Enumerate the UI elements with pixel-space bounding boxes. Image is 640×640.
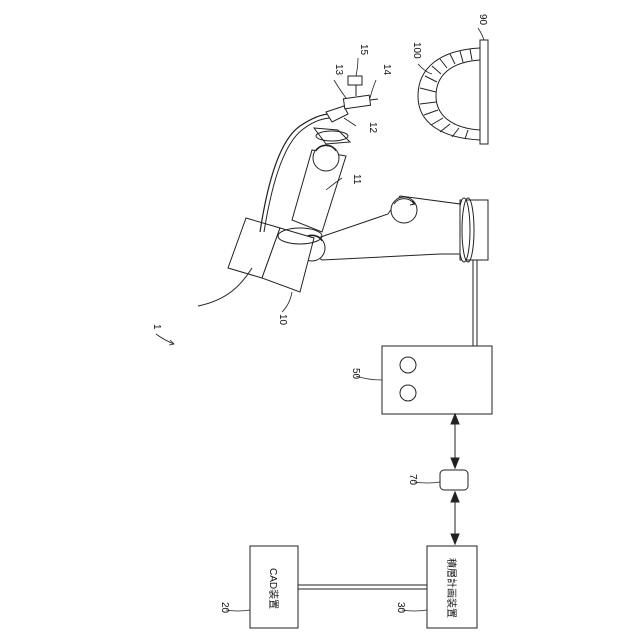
build-plate-assembly xyxy=(418,40,488,144)
controller-knob-1 xyxy=(400,357,416,373)
label-10: 10 xyxy=(277,292,292,326)
ref-15: 15 xyxy=(358,44,369,56)
robot-arm xyxy=(228,128,460,292)
lamination-planner: 積層計画装置 xyxy=(427,546,477,628)
torch xyxy=(326,76,378,122)
planner-label: 積層計画装置 xyxy=(445,558,458,618)
ref-12: 12 xyxy=(367,122,378,134)
ref-100: 100 xyxy=(411,42,422,59)
wrist-joint xyxy=(313,145,339,171)
label-100: 100 xyxy=(411,42,432,74)
robot-base xyxy=(458,198,488,262)
label-12: 12 xyxy=(344,118,378,134)
label-13: 13 xyxy=(333,64,346,98)
ref-10: 10 xyxy=(277,314,288,326)
wrist-flange xyxy=(314,128,350,144)
ref-13: 13 xyxy=(333,64,344,76)
build-plate xyxy=(480,40,488,144)
cad-label: CAD装置 xyxy=(267,568,280,609)
cad-device: CAD装置 xyxy=(250,546,298,628)
pendant-planner-arrow xyxy=(451,492,459,544)
ref-1: 1 xyxy=(151,324,162,330)
deposited-arch-outer xyxy=(418,48,480,140)
controller xyxy=(382,346,492,414)
cad-planner-link xyxy=(298,585,427,589)
teaching-pendant xyxy=(440,470,468,490)
ref-30: 30 xyxy=(395,602,406,614)
label-50: 50 xyxy=(350,368,382,380)
deposited-arch-inner xyxy=(436,60,480,130)
ref-20: 20 xyxy=(219,602,230,614)
label-14: 14 xyxy=(370,64,392,98)
label-20: 20 xyxy=(219,602,250,614)
wire-feeder xyxy=(348,76,362,85)
ref-90: 90 xyxy=(477,14,488,26)
controller-pendant-arrow xyxy=(451,414,459,468)
controller-knob-2 xyxy=(400,385,416,401)
label-30: 30 xyxy=(395,602,427,614)
ref-50: 50 xyxy=(350,368,361,380)
base-to-controller-link xyxy=(473,260,477,346)
label-90: 90 xyxy=(477,14,488,40)
ref-14: 14 xyxy=(381,64,392,76)
ref-70: 70 xyxy=(407,474,418,486)
ref-11: 11 xyxy=(351,174,362,185)
torch-body xyxy=(343,95,370,109)
label-70: 70 xyxy=(407,474,440,486)
robot-cable xyxy=(198,268,252,306)
label-1: 1 xyxy=(151,324,174,345)
label-15: 15 xyxy=(356,44,369,76)
